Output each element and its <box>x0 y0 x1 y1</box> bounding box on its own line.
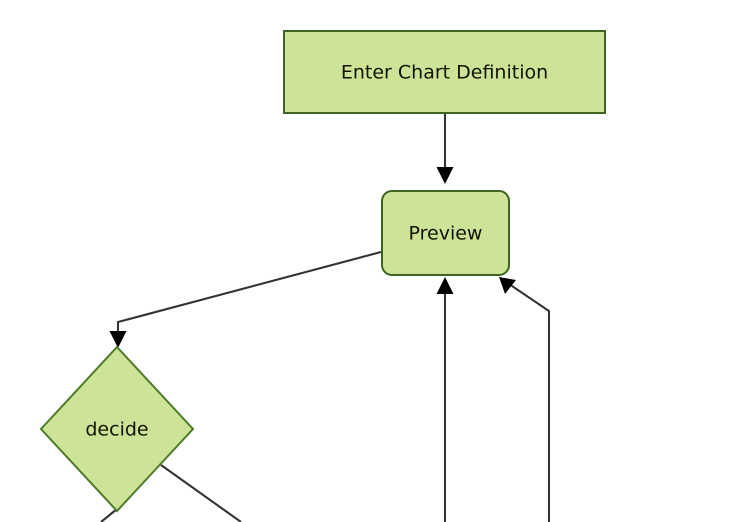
node-rect-shape <box>283 30 606 114</box>
node-label-enter-chart-definition: Enter Chart Definition <box>341 62 548 84</box>
node-rounded-rect-shape <box>381 190 510 276</box>
edge-line <box>508 283 551 522</box>
edge-preview-to-decide <box>109 250 382 348</box>
nodes-layer: Enter Chart Definition Preview decide <box>39 30 606 513</box>
edge-line <box>160 464 242 522</box>
node-decide[interactable]: decide <box>39 345 195 513</box>
node-label-decide: decide <box>85 419 148 441</box>
node-label-preview: Preview <box>409 223 483 245</box>
arrow-head-icon <box>436 167 454 184</box>
edge-bottom-right-to-preview <box>499 277 551 522</box>
arrow-head-icon <box>436 277 454 294</box>
edge-line <box>100 508 118 522</box>
node-enter-chart-definition[interactable]: Enter Chart Definition <box>283 30 606 114</box>
edges-layer <box>100 114 551 522</box>
arrow-head-icon <box>109 331 127 348</box>
node-preview[interactable]: Preview <box>381 190 510 276</box>
edge-line <box>116 250 382 340</box>
arrow-head-icon <box>499 277 516 294</box>
edge-enter-to-preview <box>436 114 454 184</box>
edge-decide-bottom-right <box>160 464 242 522</box>
edge-bottom-center-to-preview <box>436 277 454 522</box>
edge-decide-bottom-left <box>100 508 118 522</box>
node-diamond-shape <box>39 345 195 513</box>
